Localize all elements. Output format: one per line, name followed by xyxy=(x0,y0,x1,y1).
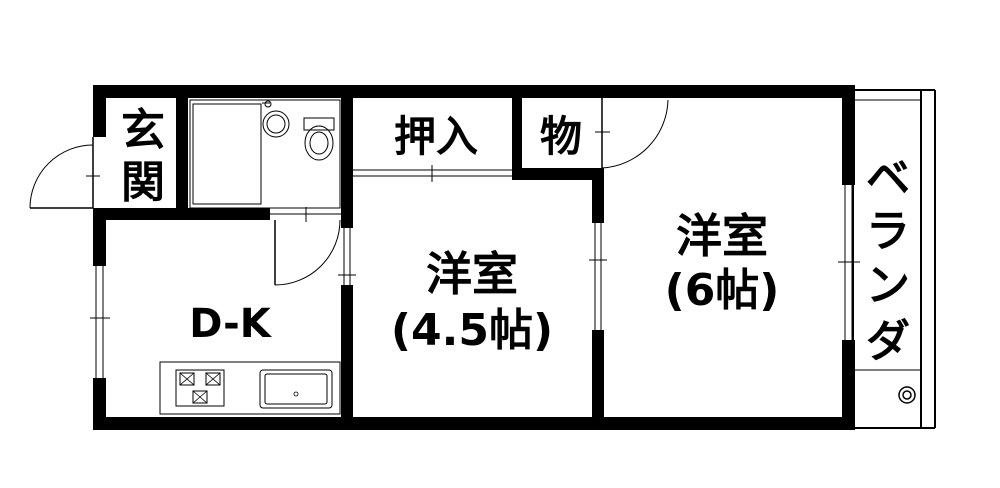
window-dk xyxy=(90,266,110,378)
dining-kitchen-label: D-K xyxy=(189,301,273,347)
western-room-small-name: 洋室 xyxy=(426,247,518,301)
kitchen-counter xyxy=(159,361,341,415)
entrance-label-line1: 玄 xyxy=(121,105,165,156)
door-dk-45 xyxy=(338,228,356,285)
balcony-label-char-1: ベ xyxy=(866,153,910,204)
toilet-icon xyxy=(303,117,335,161)
bathroom xyxy=(189,99,341,209)
door-45-6 xyxy=(589,223,607,330)
room-labels: 玄 関 押入 物 D-K 洋室 (4.5帖) 洋室 (6帖) ベ ラ ン ダ xyxy=(121,105,910,367)
drain-icon xyxy=(898,386,916,404)
entrance-door xyxy=(29,137,100,209)
doors xyxy=(29,98,669,330)
balcony-label-char-3: ン xyxy=(866,260,910,311)
kitchen-sink-icon xyxy=(259,369,333,409)
western-room-large-size: (6帖) xyxy=(665,265,780,316)
sink-icon xyxy=(262,110,290,138)
entrance-label-line2: 関 xyxy=(121,157,165,208)
storage-door xyxy=(595,98,669,169)
bathtub-icon xyxy=(192,103,262,205)
storage-label: 物 xyxy=(540,112,582,161)
western-room-large-name: 洋室 xyxy=(676,209,768,263)
stove-icon xyxy=(175,369,225,407)
windows xyxy=(90,185,860,378)
bath-door xyxy=(270,207,341,286)
closet-label: 押入 xyxy=(394,112,478,161)
balcony xyxy=(852,89,936,429)
faucet-icon xyxy=(262,100,272,108)
balcony-label-char-2: ラ xyxy=(866,206,910,257)
exterior-walls xyxy=(93,85,855,430)
oshiire-door xyxy=(353,165,512,182)
window-6jo xyxy=(838,185,860,340)
balcony-label-char-4: ダ xyxy=(866,316,910,367)
western-room-small-size: (4.5帖) xyxy=(391,305,553,356)
interior-walls xyxy=(106,98,604,430)
